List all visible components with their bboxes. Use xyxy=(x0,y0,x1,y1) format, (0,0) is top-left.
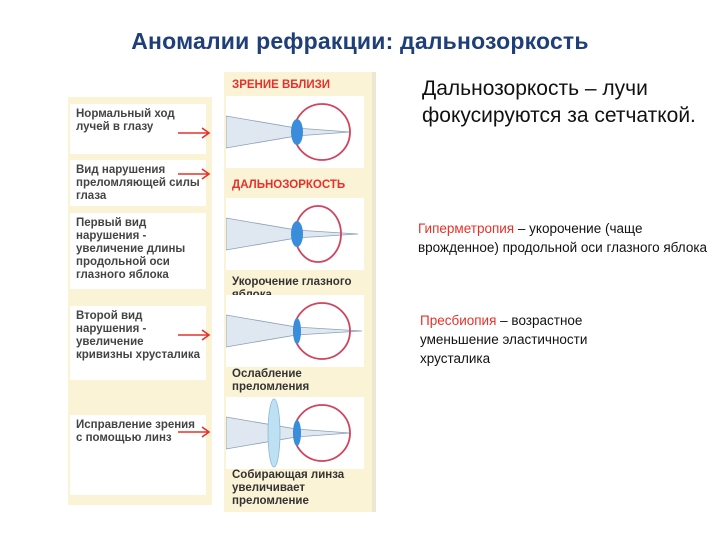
arrow-icon xyxy=(178,329,211,341)
eye-diagram-lens-correction xyxy=(226,397,364,469)
hypermetropia-description: Гиперметропия – укорочение (чаще врожден… xyxy=(418,219,708,257)
presbyopia-term: Пресбиопия xyxy=(420,313,497,328)
vertical-divider xyxy=(372,72,376,512)
label-near-vision: ЗРЕНИЕ ВБЛИЗИ xyxy=(232,79,331,91)
label-weakening: Ослабление преломления xyxy=(232,368,310,393)
hypermetropia-text: – укорочение (чаще врожденное) продольно… xyxy=(418,221,708,255)
eye-diagram-shortened xyxy=(226,198,364,270)
box-lens-correction: Исправление зрения с помощью линз xyxy=(70,415,206,495)
arrow-icon xyxy=(178,426,211,438)
hypermetropia-term: Гиперметропия xyxy=(418,221,515,236)
box-normal-rays: Нормальный ход лучей в глазу xyxy=(70,104,206,154)
box-refraction-disorder: Вид нарушения преломляющей силы глаза xyxy=(70,160,206,206)
label-hyperopia: ДАЛЬНОЗОРКОСТЬ xyxy=(232,179,346,191)
presbyopia-text: – возрастное уменьшение эластичности хру… xyxy=(420,313,588,366)
box-second-disorder: Второй вид нарушения - увеличение кривиз… xyxy=(70,306,206,380)
eye-diagram-weak-refraction xyxy=(226,295,364,367)
presbyopia-description: Пресбиопия – возрастное уменьшение эласт… xyxy=(420,311,660,368)
arrow-icon xyxy=(178,127,211,139)
box-first-disorder: Первый вид нарушения - увеличение длины … xyxy=(70,213,206,289)
hyperopia-definition: Дальнозоркость – лучи фокусируются за се… xyxy=(422,77,696,127)
label-lens: Собирающая линза увеличивает преломление xyxy=(232,469,345,507)
page-title: Аномалии рефракции: дальнозоркость xyxy=(131,28,589,54)
eye-diagram-normal xyxy=(226,96,364,168)
arrow-icon xyxy=(178,168,211,180)
